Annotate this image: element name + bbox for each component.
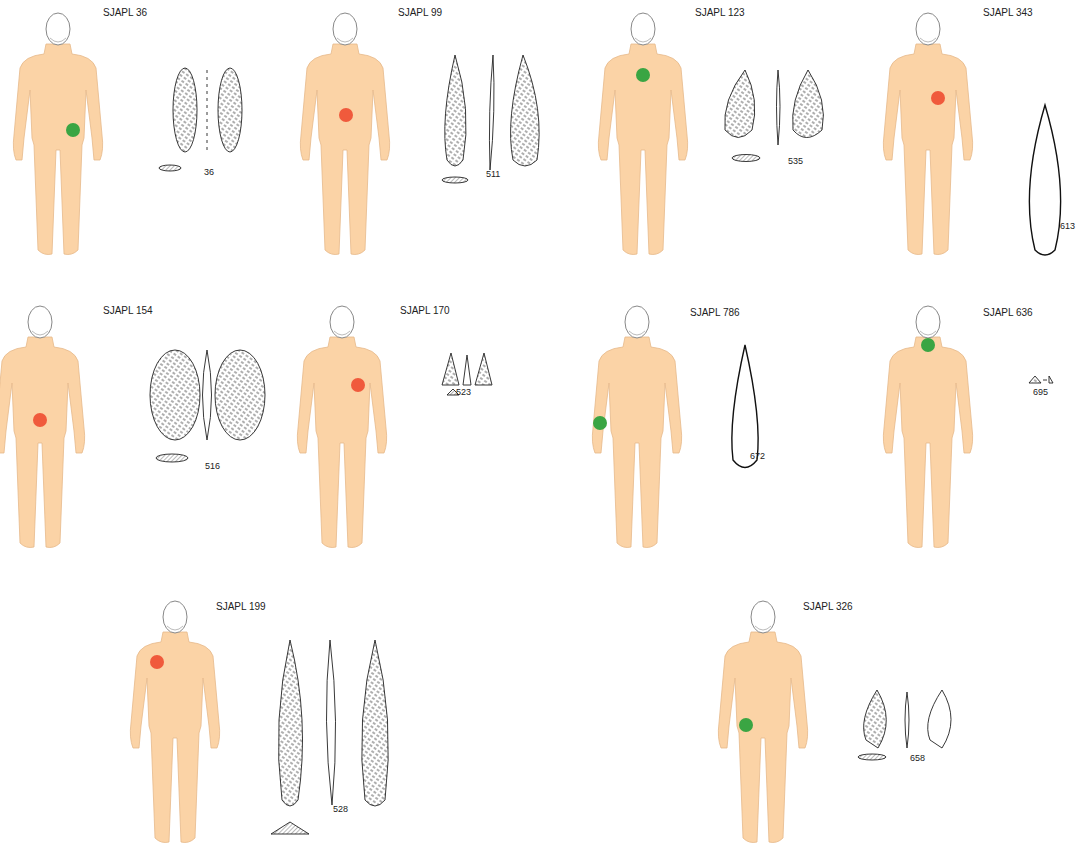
artifact-number: 516 — [205, 462, 220, 471]
artifact-number: 523 — [456, 388, 471, 397]
artifact-number: 695 — [1033, 388, 1048, 397]
artifact-number: 672 — [750, 452, 765, 461]
specimen-label: SJAPL 786 — [690, 308, 740, 318]
specimen-label: SJAPL 170 — [400, 306, 450, 316]
artifact-number: 528 — [333, 805, 348, 814]
specimen-label: SJAPL 154 — [103, 306, 153, 316]
impact-dots — [33, 68, 945, 732]
specimen-label: SJAPL 36 — [103, 8, 147, 18]
artifact-number: 613 — [1060, 222, 1075, 231]
artifact-number: 511 — [486, 170, 500, 179]
body-figures — [0, 13, 973, 843]
specimen-label: SJAPL 326 — [803, 602, 853, 612]
lithic-drawings — [150, 55, 1061, 834]
specimen-label: SJAPL 636 — [983, 308, 1033, 318]
specimen-label: SJAPL 123 — [695, 8, 745, 18]
artifact-number: 658 — [910, 754, 925, 763]
specimen-label: SJAPL 343 — [983, 8, 1033, 18]
specimen-label: SJAPL 199 — [216, 602, 266, 612]
artifact-number: 535 — [788, 157, 803, 166]
artifact-number: 36 — [204, 168, 214, 177]
specimen-label: SJAPL 99 — [398, 8, 442, 18]
